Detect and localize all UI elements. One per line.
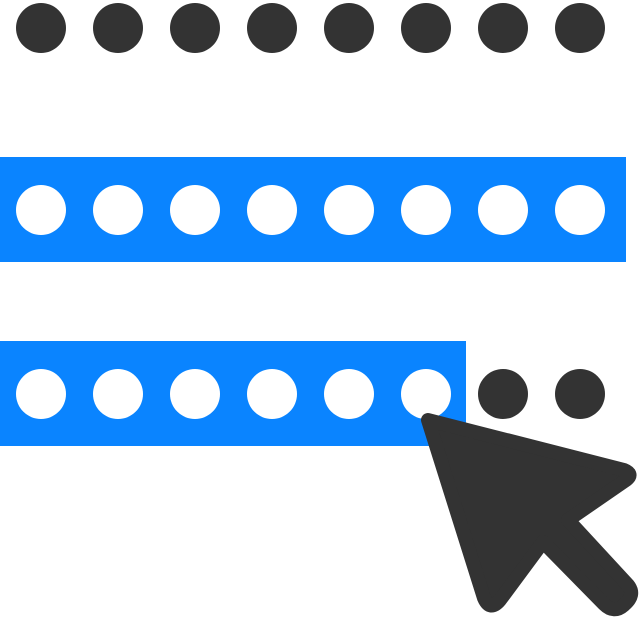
dot [555, 3, 605, 53]
dot [478, 369, 528, 419]
cursor-shape [421, 413, 639, 617]
selected-dot [478, 185, 528, 235]
selected-dot [401, 185, 451, 235]
selected-dot [555, 185, 605, 235]
arrow-cursor-icon [421, 413, 639, 617]
selected-dot [247, 185, 297, 235]
selected-dot [170, 369, 220, 419]
selected-dot [247, 369, 297, 419]
selected-dot [16, 369, 66, 419]
selection-highlight [0, 341, 466, 446]
selected-dot [93, 185, 143, 235]
selected-dot [16, 185, 66, 235]
selected-dot [170, 185, 220, 235]
selected-dot [324, 369, 374, 419]
dot [401, 3, 451, 53]
dot [478, 3, 528, 53]
row-fully-selected [0, 157, 626, 262]
dot [555, 369, 605, 419]
selected-dot [93, 369, 143, 419]
dot [247, 3, 297, 53]
dot [324, 3, 374, 53]
row-partially-selected [0, 341, 605, 446]
row-unselected [16, 3, 605, 53]
selected-dot [324, 185, 374, 235]
selected-dot [401, 369, 451, 419]
dot [93, 3, 143, 53]
dot [16, 3, 66, 53]
dot [170, 3, 220, 53]
